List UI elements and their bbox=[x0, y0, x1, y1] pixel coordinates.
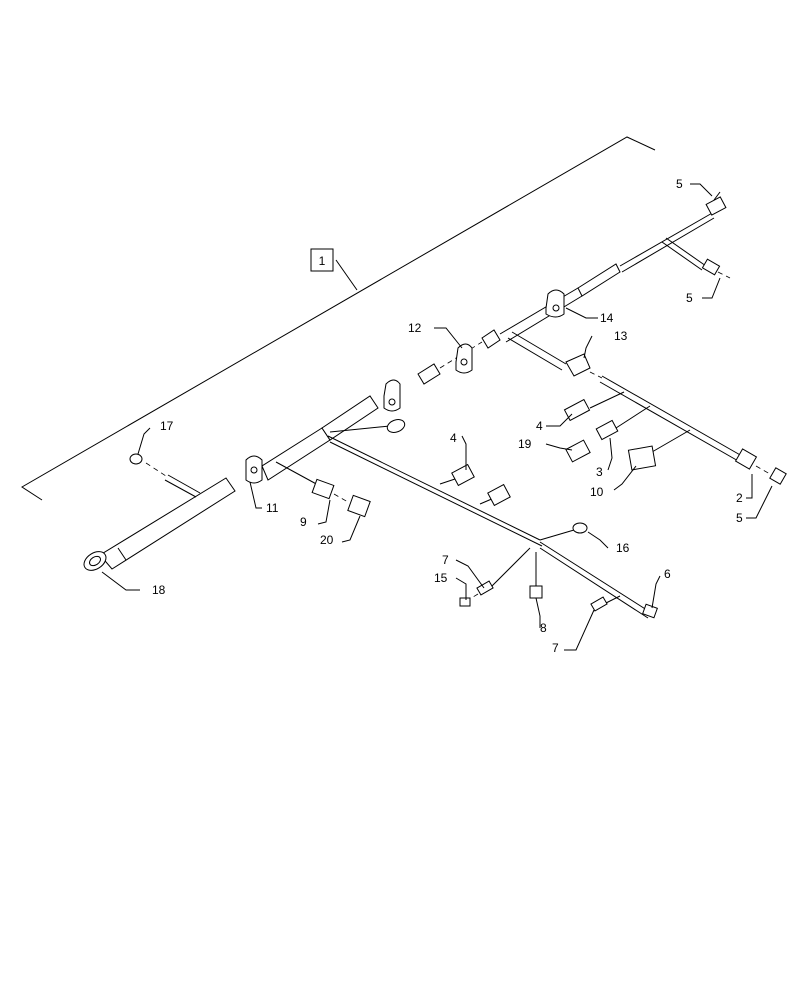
connector-5-right bbox=[769, 467, 787, 485]
connector-3 bbox=[595, 419, 619, 441]
connector-9 bbox=[311, 478, 335, 500]
callout-5-mid: 5 bbox=[686, 291, 693, 305]
lower-branch bbox=[275, 419, 658, 619]
callout-8: 8 bbox=[540, 621, 547, 635]
main-trunk bbox=[83, 395, 379, 571]
callout-19: 19 bbox=[518, 437, 532, 451]
callout-16: 16 bbox=[616, 541, 630, 555]
callout-7-right: 7 bbox=[552, 641, 559, 655]
connector-19 bbox=[565, 439, 591, 463]
plug-15 bbox=[459, 597, 471, 607]
callout-17: 17 bbox=[160, 419, 174, 433]
callout-18: 18 bbox=[152, 583, 166, 597]
callout-2: 2 bbox=[736, 491, 743, 505]
callout-4-lower: 4 bbox=[450, 431, 457, 445]
callout-13: 13 bbox=[614, 329, 628, 343]
callout-9: 9 bbox=[300, 515, 307, 529]
clip-13 bbox=[565, 353, 591, 377]
connector-8 bbox=[529, 585, 543, 599]
callout-15: 15 bbox=[434, 571, 448, 585]
connector-2 bbox=[734, 448, 758, 470]
callout-14: 14 bbox=[600, 311, 614, 325]
ring-terminal-17 bbox=[129, 453, 143, 465]
callout-box-1 bbox=[310, 248, 334, 272]
connector-4-lower bbox=[451, 463, 475, 487]
upper-trunk bbox=[383, 191, 731, 412]
callout-7-left: 7 bbox=[442, 553, 449, 567]
ring-terminal-16 bbox=[572, 522, 588, 534]
sensor-7-left bbox=[476, 580, 494, 596]
connector-5-lower bbox=[701, 258, 721, 276]
connector-5-upper bbox=[705, 196, 727, 216]
callout-5-bottom: 5 bbox=[736, 511, 743, 525]
callout-10: 10 bbox=[590, 485, 604, 499]
callout-3: 3 bbox=[596, 465, 603, 479]
callout-12: 12 bbox=[408, 321, 422, 335]
callout-11: 11 bbox=[266, 501, 279, 515]
callout-6: 6 bbox=[664, 567, 671, 581]
clip-lower bbox=[383, 379, 401, 412]
connector-upper bbox=[386, 419, 406, 433]
assembly-bracket-line bbox=[21, 136, 656, 501]
callout-leaders bbox=[101, 183, 773, 651]
clip-14 bbox=[545, 289, 565, 318]
sensor-7-right bbox=[590, 596, 608, 612]
connector-6 bbox=[642, 603, 658, 619]
callout-20: 20 bbox=[320, 533, 334, 547]
callout-1: 1 bbox=[319, 254, 326, 268]
callout-4-right: 4 bbox=[536, 419, 543, 433]
connector-middle bbox=[487, 483, 511, 507]
callout-5-top: 5 bbox=[676, 177, 683, 191]
right-branch bbox=[507, 331, 787, 485]
connector-10 bbox=[627, 445, 657, 471]
connector-20 bbox=[347, 494, 371, 518]
